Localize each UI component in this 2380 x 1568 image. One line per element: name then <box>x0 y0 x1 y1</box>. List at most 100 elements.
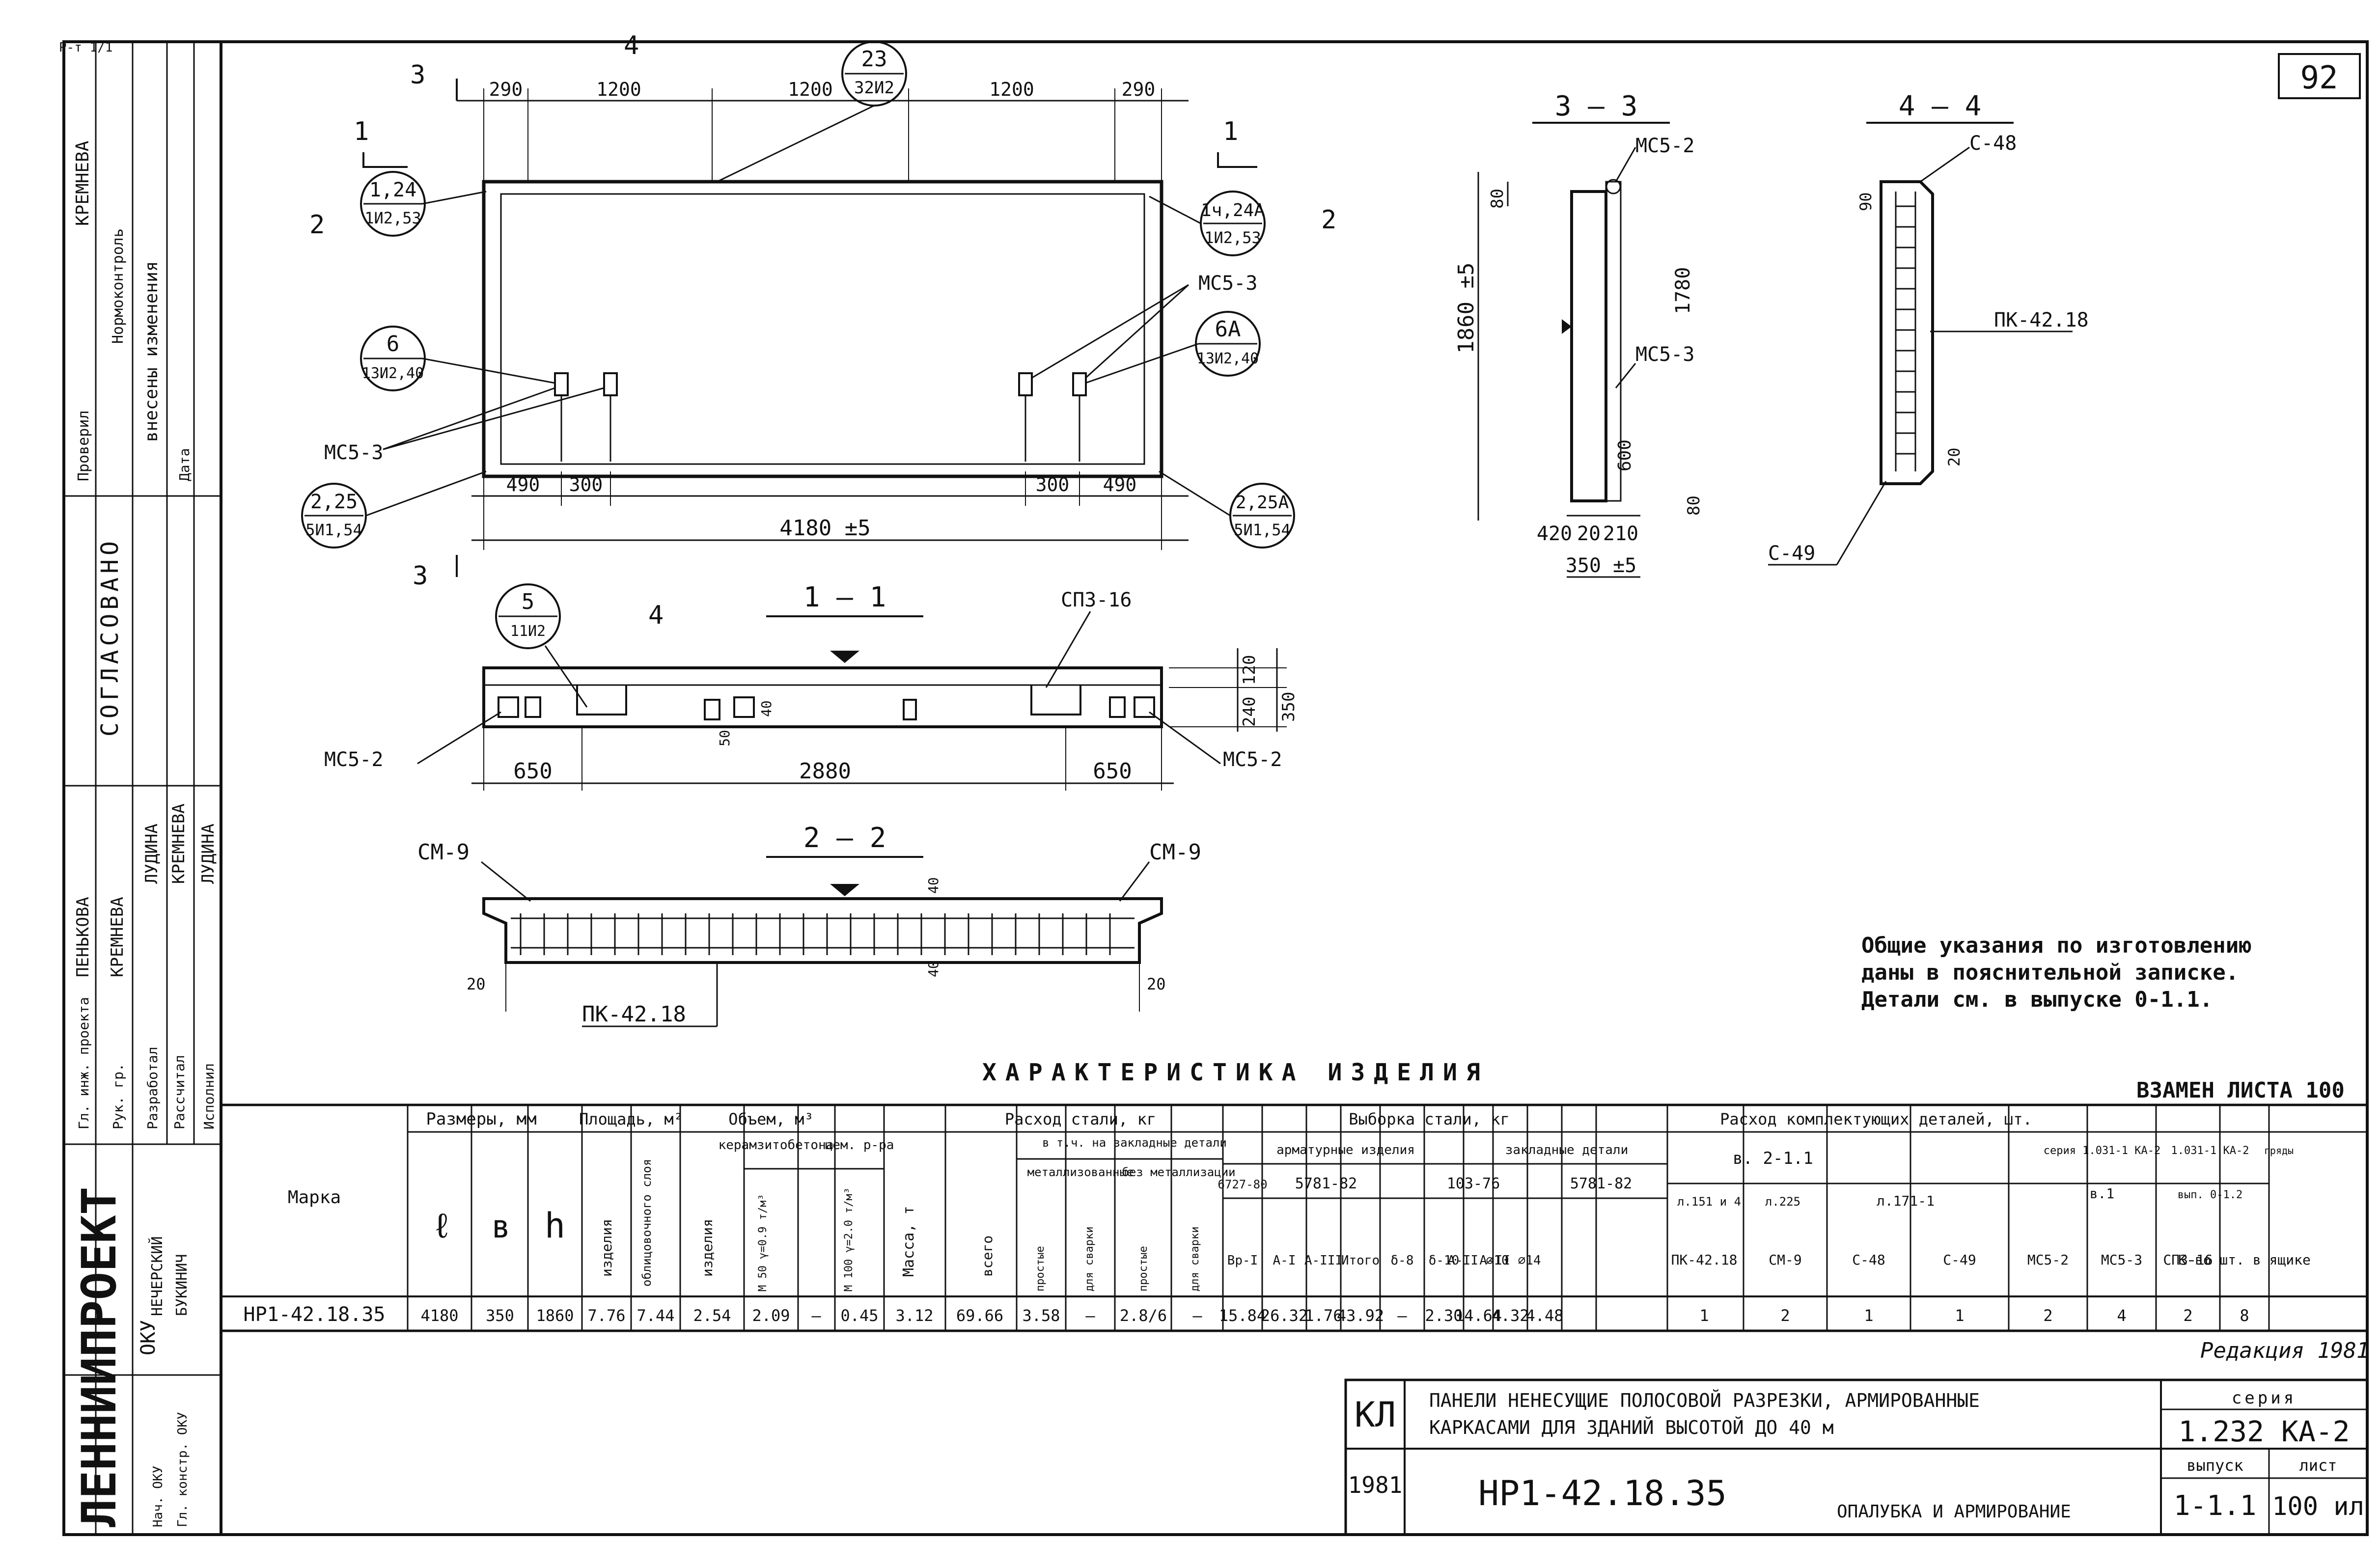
table-grid <box>407 1105 2367 1331</box>
table-cell: 2 <box>1780 1306 1790 1325</box>
dim-1200-c: 1200 <box>989 79 1034 100</box>
label-mc53-3-3: МС5-3 <box>1635 343 1694 366</box>
callout-2-25-top: 2,25 <box>310 491 358 513</box>
section-3-3-title: 3 — 3 <box>1555 90 1638 122</box>
callout-6-top: 6 <box>387 331 400 357</box>
table-cell: 7.76 <box>587 1306 625 1325</box>
dim-490-right: 490 <box>1103 474 1137 495</box>
dim-40-bottom: 40 <box>925 961 941 977</box>
callout-23: 23 32И2 <box>841 41 907 107</box>
hdr-vol-cem: цем. р-ра <box>825 1138 894 1153</box>
hdr-steel-prost2: простые <box>1137 1246 1150 1292</box>
label-mc52-3-3: МС5-2 <box>1635 135 1694 157</box>
table-cell: 4.48 <box>1525 1306 1563 1325</box>
table-cell: 7.44 <box>637 1306 674 1325</box>
tb-kl: КЛ <box>1355 1395 1396 1435</box>
dim-650-left: 650 <box>513 759 552 784</box>
table-cell: — <box>811 1306 821 1325</box>
section-2-2-rebar <box>511 913 1135 955</box>
hdr-gost-4: 5781-82 <box>1570 1175 1632 1192</box>
steel-col-head: δ-8 <box>1391 1253 1414 1268</box>
section-4-4-rebar <box>1896 205 1915 455</box>
parts-col-head: СМ-9 <box>1769 1252 1801 1268</box>
tb-mark: НР1-42.18.35 <box>1478 1473 1727 1513</box>
table-cell: 26.32 <box>1261 1306 1308 1325</box>
mark-1-right: 1 <box>1223 117 1238 146</box>
hdr-size-l: ℓ <box>432 1206 452 1246</box>
hdr-mass: Масса, т <box>900 1206 917 1277</box>
dim-120: 120 <box>1240 655 1259 685</box>
hdr-volume: Объем, м³ <box>728 1110 813 1128</box>
table-cell: 4180 <box>420 1306 458 1325</box>
callout-6a-bottom: 13И2,40 <box>1197 350 1259 367</box>
stamp-role-razrab: Разработал <box>144 1046 161 1129</box>
callout-5: 5 11И2 <box>495 583 561 649</box>
callout-2-25a-top: 2,25А <box>1236 493 1289 513</box>
hdr-parts-v211: в. 2-1.1 <box>1733 1149 1813 1168</box>
tb-list-label: лист <box>2299 1456 2337 1475</box>
label-mc52-right: МС5-2 <box>1223 748 1282 771</box>
dim-210: 210 <box>1603 523 1638 545</box>
stamp-nechersky: НЕЧЕРСКИЙ <box>148 1236 166 1316</box>
dim-290-right: 290 <box>1122 79 1156 100</box>
hdr-parts-vyp: вып. 0-1.2 <box>2178 1189 2242 1201</box>
stamp-gl-konstr: Гл. констр. ОКУ <box>175 1412 190 1527</box>
dim-50: 50 <box>717 730 733 746</box>
table-cell: — <box>1192 1306 1202 1325</box>
table-cell: 14.64 <box>1455 1306 1502 1325</box>
mark-1-left: 1 <box>354 117 369 146</box>
stamp-bukinich: БУКИНИЧ <box>173 1254 191 1316</box>
callout-6-bottom: 13И2,40 <box>362 365 424 382</box>
note-line-2: даны в пояснительной записке. <box>1861 960 2239 985</box>
hdr-parts-v1: в.1 <box>2090 1185 2115 1202</box>
tb-year: 1981 <box>1348 1472 1403 1498</box>
table-cell: 2 <box>2183 1306 2192 1325</box>
hdr-steel: Расход стали, кг <box>1005 1110 1156 1128</box>
hdr-area-izd: изделия <box>599 1219 615 1277</box>
table-cell: 3.58 <box>1022 1306 1060 1325</box>
parts-col-head: С-48 <box>1852 1252 1885 1268</box>
hdr-select: Выборка стали, кг <box>1349 1110 1510 1128</box>
callout-6: 6 13И2,40 <box>360 326 426 391</box>
callout-1-24a-top: 1ч,24А <box>1201 200 1265 220</box>
vzamen-lista: ВЗАМЕН ЛИСТА 100 <box>2136 1078 2345 1103</box>
hdr-steel-total: всего <box>979 1236 996 1277</box>
table-cell: — <box>1397 1306 1407 1325</box>
dim-1780: 1780 <box>1672 267 1694 314</box>
stamp-name-ludina-2: ЛУДИНА <box>198 824 218 884</box>
dim-1200-a: 1200 <box>596 79 641 100</box>
section-1-1-title: 1 — 1 <box>803 581 886 613</box>
table-cell: 4 <box>2117 1306 2126 1325</box>
callout-1-24: 1,24 1И2,53 <box>360 171 426 237</box>
org-sub: ОКУ <box>137 1320 160 1355</box>
mark-2-left: 2 <box>309 210 325 240</box>
hdr-parts-l151: л.151 и 4 <box>1677 1195 1741 1209</box>
elevation-view: 290 1200 1200 1200 290 3 3 4 4 1 1 2 2 2… <box>301 31 1336 630</box>
table-cell: НР1-42.18.35 <box>244 1303 386 1326</box>
note-line-3: Детали см. в выпуске 0-1.1. <box>1861 987 2213 1012</box>
hdr-steel-prost1: простые <box>1034 1246 1047 1292</box>
dim-80-bottom: 80 <box>1684 495 1704 516</box>
parts-col-head: СП3-16 <box>2163 1252 2213 1268</box>
steel-col-head: А-II ⌀14 <box>1479 1253 1541 1268</box>
hdr-parts-l225: л.225 <box>1765 1195 1800 1209</box>
hdr-parts: Расход комплектующих деталей, шт. <box>1720 1110 2032 1128</box>
dim-490-left: 490 <box>506 474 540 495</box>
section-2-2: 2 — 2 СМ-9 СМ-9 ПК-42.18 20 20 40 40 <box>417 822 1201 1027</box>
label-c48: С-48 <box>1969 132 2017 155</box>
dim-80-top: 80 <box>1488 189 1507 209</box>
dim-20: 20 <box>1577 523 1601 545</box>
hdr-vol-izd: изделия <box>699 1219 716 1277</box>
hdr-steel-metal: металлизованные <box>1027 1165 1134 1179</box>
stamp-role-rasschital: Рассчитал <box>171 1055 188 1129</box>
label-mc53-left: МС5-3 <box>324 441 383 464</box>
hdr-parts-l171: л.171-1 <box>1877 1193 1935 1209</box>
hdr-size-h: h <box>545 1206 565 1246</box>
callout-23-bottom: 32И2 <box>854 78 894 98</box>
panel-inner <box>500 193 1145 465</box>
table-cell: 350 <box>486 1306 514 1325</box>
stamp-name-1: КРЕМНЕВА <box>73 140 93 226</box>
